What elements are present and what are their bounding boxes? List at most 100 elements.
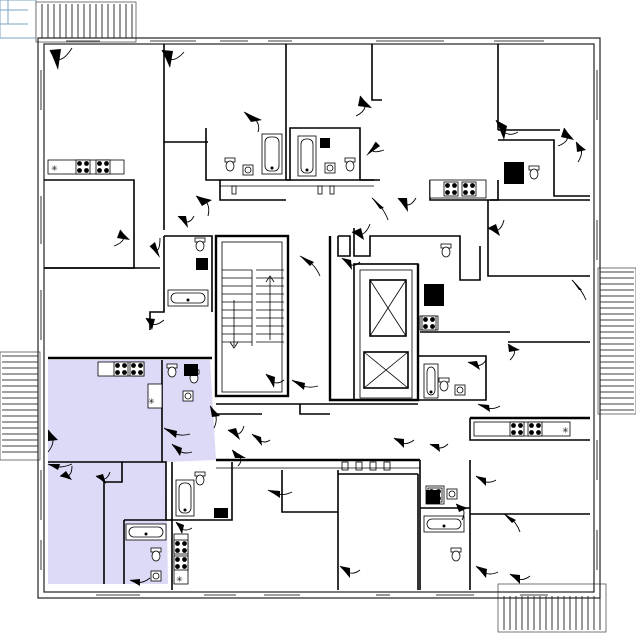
- fan-icon: ✳: [51, 164, 58, 173]
- toilet-icon: [440, 243, 452, 258]
- door-swing-icon: [575, 141, 586, 163]
- door-swing-icon: [341, 257, 361, 270]
- fan-icon: ✳: [562, 426, 569, 435]
- door-swing-icon: [171, 443, 193, 456]
- door-swing-icon: [163, 427, 191, 438]
- sink-icon: [454, 384, 466, 396]
- bathtub-icon: [423, 515, 465, 533]
- stove-icon: [173, 539, 189, 555]
- stove-icon: [75, 159, 91, 175]
- door-swing-icon: [149, 237, 161, 258]
- sink-icon: [182, 390, 194, 402]
- toilet-icon: [150, 547, 162, 562]
- shower-tray: [214, 508, 228, 518]
- stove-icon: [421, 315, 437, 331]
- door-swing-icon: [265, 373, 285, 388]
- door-swing-icon: [571, 279, 587, 301]
- door-swing-icon: [145, 317, 165, 330]
- door-swing-icon: [243, 111, 262, 133]
- door-swing-icon: [557, 127, 574, 147]
- kitchen-counter: [147, 383, 163, 409]
- door-swing-icon: [507, 343, 520, 361]
- sink-icon: [324, 162, 336, 174]
- door-swing-icon: [195, 195, 212, 217]
- door-swing-icon: [339, 565, 361, 578]
- door-swing-icon: [495, 119, 519, 140]
- stairwell: [222, 269, 284, 349]
- door-swing-icon: [59, 465, 73, 480]
- sink-icon: [242, 164, 254, 176]
- door-swing-icon: [475, 475, 497, 486]
- toilet-icon: [438, 377, 450, 392]
- door-swing-icon: [161, 49, 185, 68]
- stove-icon: [95, 159, 111, 175]
- corner-window-top-left: [0, 0, 37, 39]
- door-swing-icon: [267, 489, 293, 498]
- door-swing-icon: [251, 433, 271, 446]
- door-swing-icon: [209, 405, 220, 429]
- door-swing-icon: [291, 379, 319, 390]
- door-swing-icon: [49, 47, 73, 70]
- toilet-icon: [224, 157, 236, 172]
- stove-icon: [527, 421, 543, 437]
- door-swing-icon: [47, 463, 73, 470]
- shower-tray: [184, 364, 198, 376]
- door-swing-icon: [299, 255, 321, 277]
- bathtub-icon: [261, 133, 283, 175]
- door-swing-icon: [509, 573, 531, 584]
- balcony-left: [0, 351, 41, 461]
- toilet-icon: [450, 547, 462, 562]
- interior-walls: [44, 44, 590, 590]
- stove-icon: [173, 555, 189, 571]
- bathtub-icon: [423, 363, 439, 399]
- fan-icon: ✳: [176, 575, 183, 584]
- door-swing-icon: [227, 425, 245, 440]
- door-swing-icon: [455, 503, 468, 521]
- balcony-right: [597, 267, 636, 415]
- toilet-icon: [166, 363, 178, 378]
- elevator-lower: [363, 351, 409, 389]
- sink-icon: [446, 488, 458, 500]
- balcony-bottom-right: [497, 583, 607, 633]
- fan-icon: ✳: [148, 397, 155, 406]
- corridor-details: [231, 185, 391, 471]
- door-swing-icon: [366, 141, 385, 156]
- stove-icon: [509, 421, 525, 437]
- shower-tray: [196, 258, 208, 270]
- door-swing-icon: [477, 403, 501, 412]
- stove-icon: [129, 361, 145, 377]
- door-swing-icon: [231, 449, 246, 467]
- door-swing-icon: [351, 223, 371, 240]
- shower-tray: [504, 162, 524, 184]
- toilet-icon: [194, 471, 206, 486]
- door-swing-icon: [467, 359, 487, 370]
- door-swing-icon: [393, 437, 415, 448]
- shower-tray: [424, 284, 444, 306]
- stove-icon: [443, 181, 459, 197]
- door-swing-icon: [47, 429, 58, 453]
- highlighted-apartment[interactable]: [48, 360, 216, 584]
- bathtub-icon: [167, 289, 209, 307]
- door-swing-icon: [487, 219, 505, 236]
- exterior-walls: [37, 37, 601, 599]
- elevator-upper: [369, 279, 407, 337]
- doors: [47, 47, 587, 586]
- door-swing-icon: [95, 471, 111, 484]
- toilet-icon: [194, 237, 206, 252]
- shower-tray: [426, 490, 440, 504]
- door-swing-icon: [371, 197, 389, 221]
- bathtub-icon: [125, 523, 167, 541]
- door-swing-icon: [113, 229, 130, 247]
- bathtub-icon: [297, 135, 317, 177]
- shower-tray: [320, 138, 330, 148]
- door-swing-icon: [503, 513, 521, 533]
- toilet-icon: [528, 165, 540, 180]
- balcony-top-left: [35, 1, 137, 43]
- sink-icon: [150, 570, 162, 582]
- door-swing-icon: [175, 521, 193, 534]
- door-swing-icon: [397, 197, 417, 212]
- door-swing-icon: [429, 443, 449, 452]
- bathrooms: [125, 133, 540, 582]
- stove-icon: [461, 181, 477, 197]
